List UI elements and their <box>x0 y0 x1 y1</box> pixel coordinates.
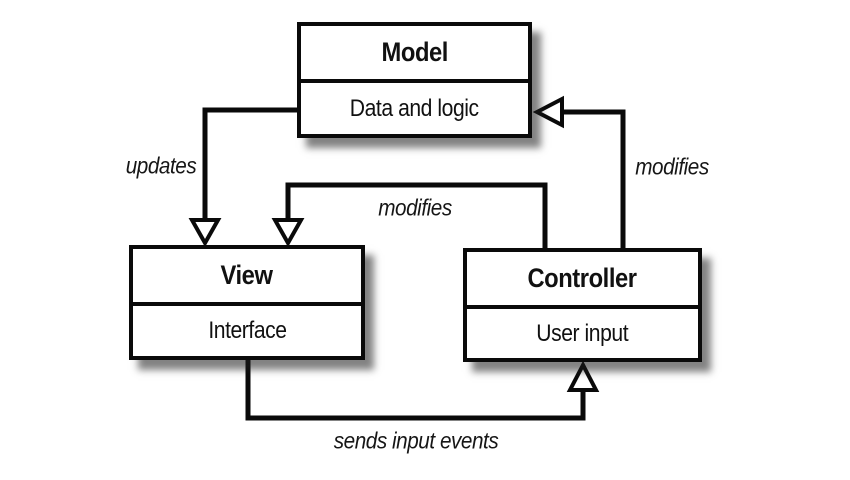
updates-edge-label: updates <box>125 152 197 179</box>
arrowhead-left-icon <box>532 95 564 129</box>
model-box: Model Data and logic <box>297 22 532 138</box>
modifies-controller-view-edge-label: modifies <box>378 194 452 221</box>
modifies-controller-view-arrow <box>271 182 548 250</box>
model-box-title: Model <box>301 26 528 83</box>
modifies-controller-model-arrow <box>532 95 626 250</box>
model-box-body: Data and logic <box>301 83 528 134</box>
view-box-body: Interface <box>133 306 361 356</box>
controller-box-title: Controller <box>467 252 698 309</box>
sends-input-events-arrow <box>245 358 600 421</box>
view-box-title: View <box>133 249 361 306</box>
arrowhead-down-icon <box>188 218 222 248</box>
controller-box-body: User input <box>467 309 698 358</box>
sends-input-events-edge-label: sends input events <box>333 427 499 454</box>
controller-subtitle-text: User input <box>536 319 629 347</box>
model-subtitle-text: Data and logic <box>350 94 479 122</box>
view-title-text: View <box>221 260 273 290</box>
arrowhead-down-icon <box>271 218 305 248</box>
model-title-text: Model <box>381 37 448 67</box>
modifies-controller-model-edge-label: modifies <box>635 153 709 180</box>
view-subtitle-text: Interface <box>207 317 287 344</box>
controller-box: Controller User input <box>463 248 702 362</box>
updates-arrow <box>188 107 297 248</box>
view-box: View Interface <box>129 245 365 360</box>
arrowhead-up-icon <box>566 360 600 392</box>
controller-title-text: Controller <box>527 263 638 293</box>
